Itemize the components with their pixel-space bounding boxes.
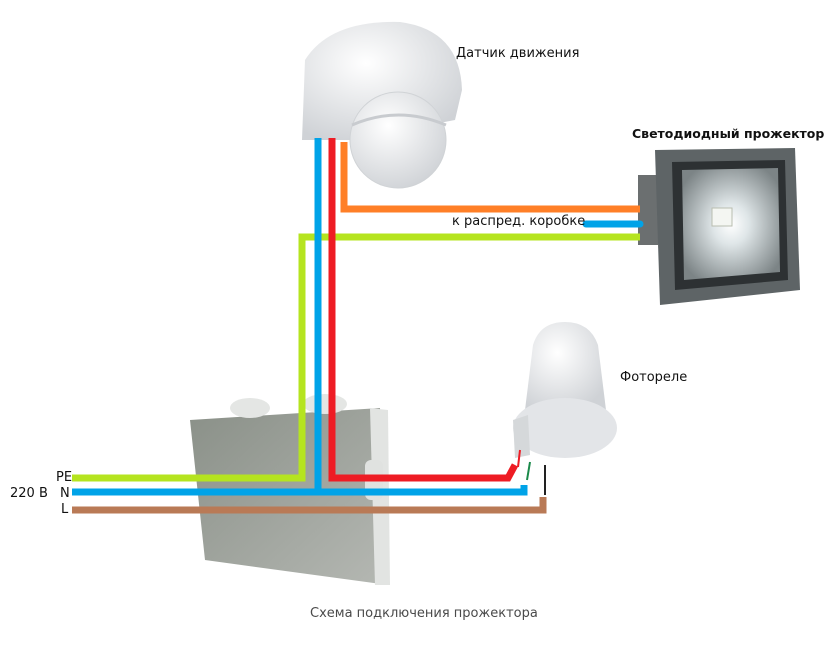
photo-relay [513,322,617,495]
photorelay-label: Фотореле [620,370,688,385]
voltage-label: 220 В [10,486,48,501]
motion-sensor [302,21,462,189]
motion-sensor-label: Датчик движения [456,46,580,61]
pe-label: PE [56,470,73,485]
led-floodlight [638,148,800,305]
wire-n [72,485,528,496]
l-label: L [61,502,69,517]
wire-phase-red [328,138,519,482]
junction-box [190,394,390,585]
floodlight-label: Светодиодный прожектор [632,126,825,141]
wire-pe [72,233,640,482]
diagram-caption: Схема подключения прожектора [310,606,538,621]
n-label: N [60,486,70,501]
wire-l [72,497,547,514]
to-box-label: к распред. коробке [452,214,586,229]
wire-orange-load [340,142,640,213]
